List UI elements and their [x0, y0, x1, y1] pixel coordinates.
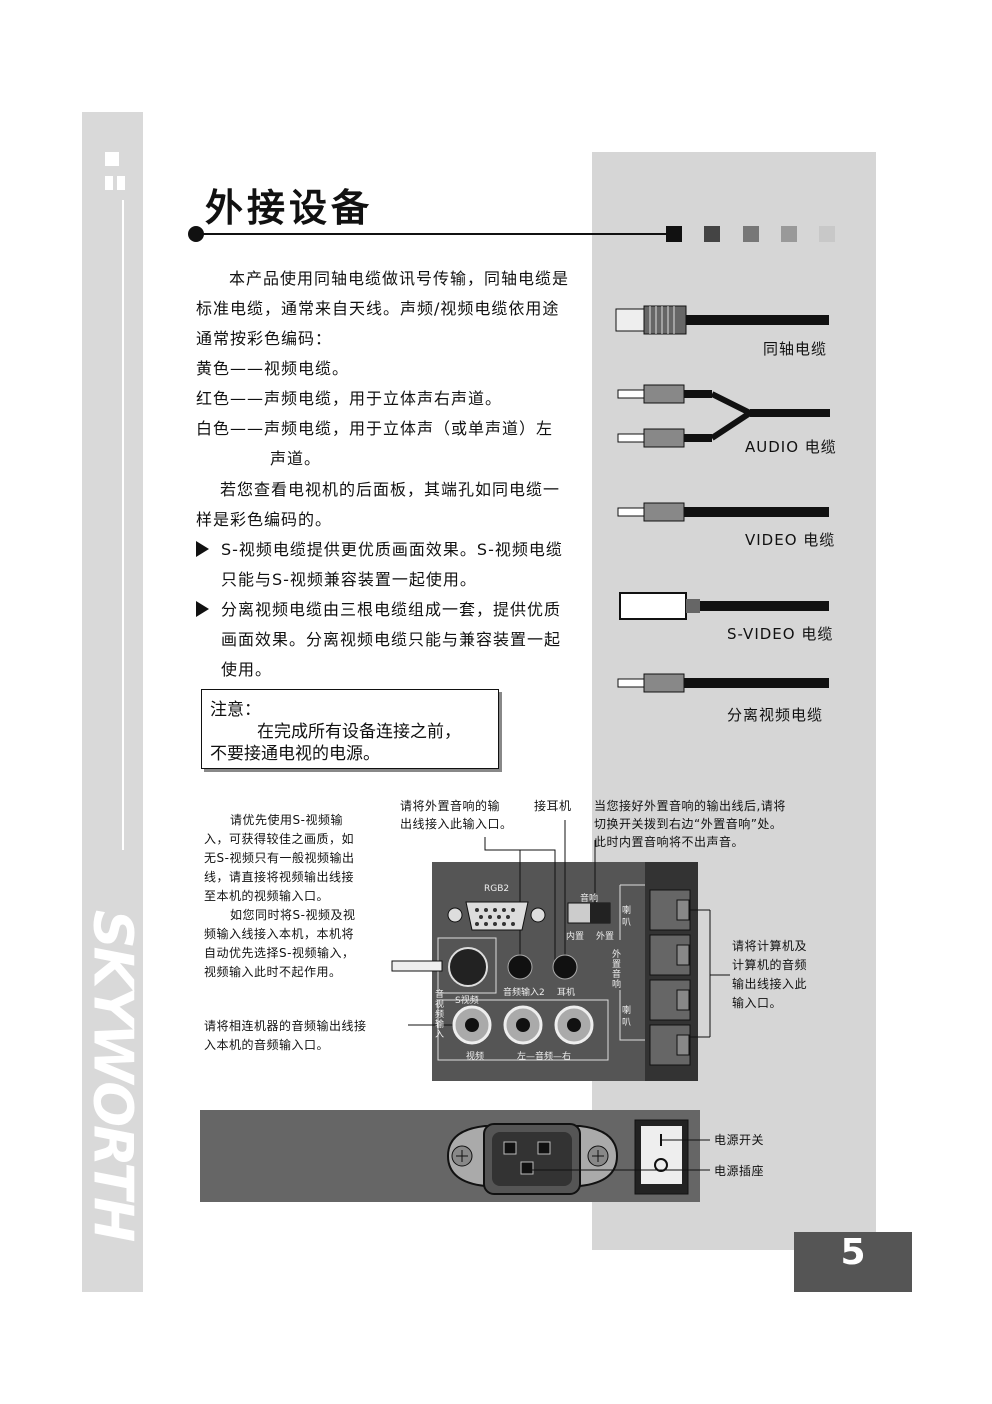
title-square — [704, 226, 720, 242]
note-line: 在完成所有设备连接之前， — [257, 722, 461, 742]
cable-label: VIDEO 电缆 — [745, 531, 836, 549]
title-square — [743, 226, 759, 242]
page-number-box — [794, 1232, 912, 1292]
panel-label: 喇叭 — [622, 1006, 632, 1028]
side-strip — [82, 112, 143, 1292]
diagram-text: 此时内置音响将不出声音。 — [594, 835, 745, 849]
title-rule — [196, 233, 666, 235]
panel-label: 视频 — [466, 1052, 485, 1062]
intro-line: 若您查看电视机的后面板，其端孔如同电缆一 — [220, 480, 561, 499]
diagram-text: 切换开关拨到右边“外置音响”处。 — [594, 817, 783, 831]
diagram-text: 接耳机 — [534, 799, 572, 813]
panel-label: 音视频输入 — [435, 990, 445, 1040]
power-panel — [200, 1110, 710, 1202]
diagram-text: 无S-视频只有一般视频输出 — [204, 851, 355, 865]
panel-label: 外置 — [596, 932, 615, 942]
diagram-text: 频输入线接入本机，本机将 — [204, 927, 355, 941]
diagram-text: 请将相连机器的音频输出线接 — [204, 1019, 367, 1033]
side-dot — [105, 176, 113, 190]
diagram-text: 出线接入此输入口。 — [400, 817, 513, 831]
intro-line: 本产品使用同轴电缆做讯号传输，同轴电缆是 — [229, 269, 570, 288]
diagram-text: 入本机的音频输入口。 — [204, 1038, 330, 1052]
page-number: 5 — [840, 1232, 866, 1273]
diagram-text: 如您同时将S-视频及视 — [230, 908, 356, 922]
panel-label: 音频输入2 — [503, 988, 545, 998]
intro-line: 样是彩色编码的。 — [196, 510, 333, 529]
title-square — [666, 226, 682, 242]
panel-label: 左—音频—右 — [517, 1052, 572, 1062]
note-title: 注意： — [210, 700, 261, 720]
intro-line: 声道。 — [270, 449, 322, 468]
bullet-line: 画面效果。分离视频电缆只能与兼容装置一起 — [221, 630, 562, 649]
diagram-text: 输出线接入此 — [732, 977, 808, 991]
diagram-text: 至本机的视频输入口。 — [204, 889, 330, 903]
bullet-line: 使用。 — [221, 660, 273, 679]
audio-cable-icon — [617, 384, 830, 448]
diagram-text: 请将外置音响的输 — [400, 799, 501, 813]
diagram-text: 入，可获得较佳之画质，如 — [204, 832, 355, 846]
cable-label: 同轴电缆 — [763, 340, 828, 358]
panel-label: 外置音响 — [612, 950, 622, 990]
diagram-text: 自动优先选择S-视频输入， — [204, 946, 355, 960]
panel-label: 内置 — [566, 932, 585, 942]
panel-label: S视频 — [455, 996, 479, 1006]
panel-label: 耳机 — [557, 988, 576, 998]
video-cable-icon — [617, 502, 829, 522]
cable-label: S-VIDEO 电缆 — [727, 625, 834, 643]
intro-line: 标准电缆，通常来自天线。声频/视频电缆依用途 — [196, 299, 560, 318]
cable-illustrations — [615, 305, 830, 693]
back-panel-diagram — [391, 820, 730, 1081]
title-square — [819, 226, 835, 242]
intro-line: 黄色——视频电缆。 — [196, 359, 350, 378]
power-socket-label: 电源插座 — [714, 1164, 765, 1178]
bullet-arrow-icon — [196, 601, 209, 617]
diagram-text: 线，请直接将视频输出线接 — [204, 870, 355, 884]
intro-line: 红色——声频电缆，用于立体声右声道。 — [196, 389, 503, 408]
panel-label: 喇叭 — [622, 906, 632, 928]
title-square — [781, 226, 797, 242]
diagram-text: 输入口。 — [732, 996, 783, 1010]
diagram-text: 请优先使用S-视频输 — [230, 813, 343, 827]
side-dot — [105, 152, 119, 166]
brand-logo: SKYWORTH — [81, 909, 144, 1241]
cable-label: 分离视频电缆 — [727, 706, 824, 724]
panel-label: RGB2 — [484, 884, 510, 894]
bullet-line: 分离视频电缆由三根电缆组成一套，提供优质 — [221, 600, 562, 619]
diagram-text: 请将计算机及 — [732, 939, 808, 953]
svideo-cable-icon — [619, 592, 829, 620]
side-line — [122, 200, 124, 850]
side-dot — [117, 176, 125, 190]
page-title: 外接设备 — [205, 186, 374, 230]
note-box: 注意： 在完成所有设备连接之前， 不要接通电视的电源。 — [201, 689, 499, 769]
cable-label: AUDIO 电缆 — [745, 438, 837, 456]
diagram-text: 计算机的音频 — [732, 958, 808, 972]
bullet-arrow-icon — [196, 541, 209, 557]
intro-line: 白色——声频电缆，用于立体声（或单声道）左 — [196, 419, 554, 438]
diagram-text: 视频输入此时不起作用。 — [204, 965, 342, 979]
power-switch-label: 电源开关 — [714, 1133, 765, 1147]
note-line: 不要接通电视的电源。 — [210, 744, 380, 764]
bullet-line: S-视频电缆提供更优质画面效果。S-视频电缆 — [221, 540, 563, 559]
coax-cable-icon — [615, 305, 829, 335]
bullet-line: 只能与S-视频兼容装置一起使用。 — [221, 570, 477, 589]
intro-line: 通常按彩色编码： — [196, 329, 333, 348]
panel-label: 音响 — [580, 894, 599, 904]
diagram-text: 当您接好外置音响的输出线后,请将 — [594, 799, 786, 813]
component-cable-icon — [617, 673, 829, 693]
